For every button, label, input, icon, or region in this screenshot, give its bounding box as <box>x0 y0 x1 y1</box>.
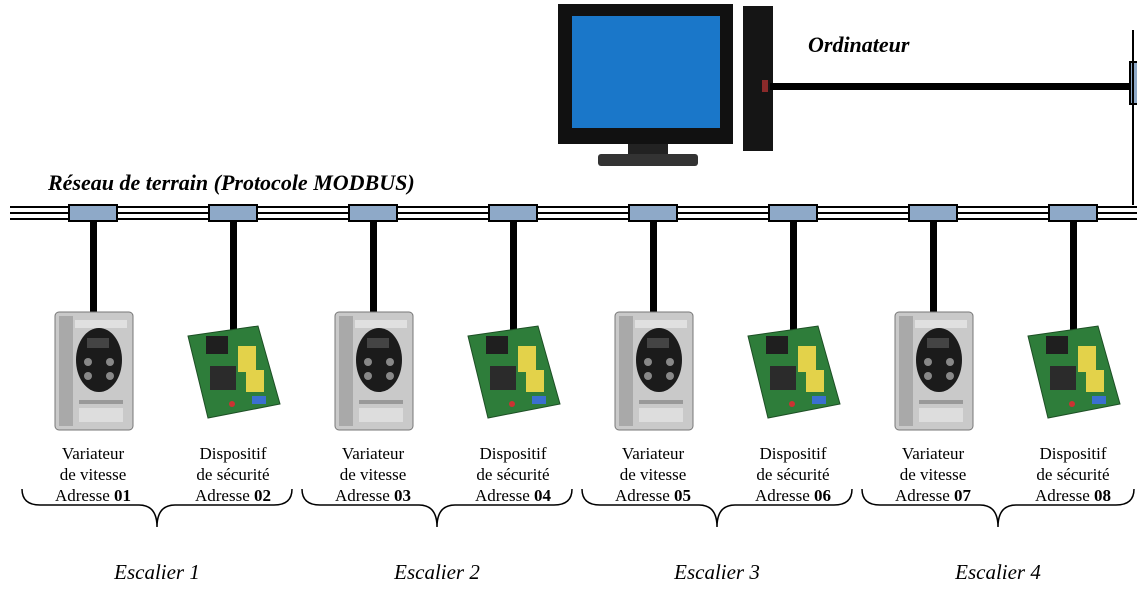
modbus-bus <box>10 206 1137 220</box>
group-brace <box>581 488 853 528</box>
bus-tap-connector <box>908 204 958 222</box>
device-name-line2: de sécurité <box>196 465 270 484</box>
monitor-icon <box>558 4 733 166</box>
device-name-line2: de sécurité <box>1036 465 1110 484</box>
group-brace <box>301 488 573 528</box>
device-name-line1: Dispositif <box>479 444 547 463</box>
drop-cable <box>650 221 657 313</box>
group-brace <box>21 488 293 528</box>
device-name-line1: Variateur <box>341 444 405 463</box>
computer-label: Ordinateur <box>808 32 910 57</box>
group-label-escalier: Escalier 4 <box>955 560 1041 584</box>
safety-board-icon <box>187 204 281 419</box>
safety-board-icon <box>467 204 561 419</box>
device-address: Adresse 02 <box>194 486 271 505</box>
drop-cable <box>370 221 377 313</box>
device-address: Adresse 06 <box>754 486 831 505</box>
bus-tap-connector <box>1048 204 1098 222</box>
device-name-line1: Dispositif <box>759 444 827 463</box>
device-name-line2: de sécurité <box>756 465 830 484</box>
device-name-line2: de vitesse <box>619 465 687 484</box>
device-address: Adresse 08 <box>1034 486 1111 505</box>
drop-cable <box>790 221 797 331</box>
device-address: Adresse 03 <box>334 486 411 505</box>
speed-drive-icon <box>334 204 414 431</box>
device-name-line1: Dispositif <box>1039 444 1107 463</box>
device-name-line1: Variateur <box>901 444 965 463</box>
bus-tap-connector <box>208 204 258 222</box>
network-label: Réseau de terrain (Protocole MODBUS) <box>48 170 415 195</box>
group-label-escalier: Escalier 1 <box>114 560 200 584</box>
group-label-escalier: Escalier 2 <box>394 560 480 584</box>
device-name-line2: de vitesse <box>339 465 407 484</box>
device-name-line2: de vitesse <box>59 465 127 484</box>
speed-drive-icon <box>614 204 694 431</box>
bus-tap-connector <box>628 204 678 222</box>
drop-cable <box>1070 221 1077 331</box>
group-label-escalier: Escalier 3 <box>674 560 760 584</box>
device-address: Adresse 04 <box>474 486 551 505</box>
device-name-line2: de sécurité <box>476 465 550 484</box>
bus-tap-connector <box>68 204 118 222</box>
device-name-line1: Variateur <box>621 444 685 463</box>
safety-board-icon <box>747 204 841 419</box>
drop-cable <box>930 221 937 313</box>
group-brace <box>861 488 1135 528</box>
computer-link-cable <box>770 83 1132 90</box>
computer-tower-icon <box>743 6 773 151</box>
device-address: Adresse 07 <box>894 486 971 505</box>
safety-board-icon <box>1027 204 1121 419</box>
bus-tap-connector <box>488 204 538 222</box>
device-name-line1: Dispositif <box>199 444 267 463</box>
drop-cable <box>90 221 97 313</box>
device-address: Adresse 05 <box>614 486 691 505</box>
drop-cable <box>230 221 237 331</box>
bus-tap-connector <box>768 204 818 222</box>
bus-tap-connector <box>348 204 398 222</box>
device-name-line2: de vitesse <box>899 465 967 484</box>
drop-cable <box>510 221 517 331</box>
speed-drive-icon <box>54 204 134 431</box>
speed-drive-icon <box>894 204 974 431</box>
device-address: Adresse 01 <box>54 486 131 505</box>
device-name-line1: Variateur <box>61 444 125 463</box>
